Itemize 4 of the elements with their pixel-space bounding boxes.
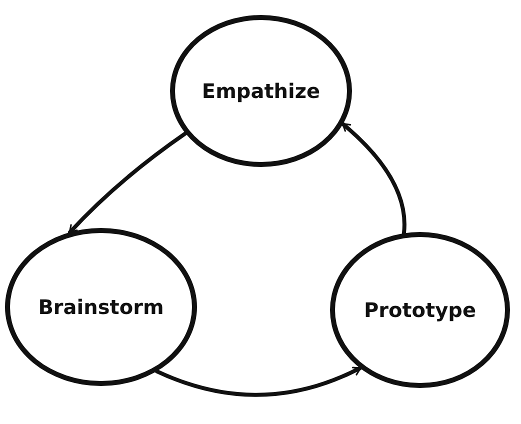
node-label: Empathize bbox=[202, 79, 320, 103]
node-label: Prototype bbox=[364, 298, 476, 322]
node-label: Brainstorm bbox=[38, 295, 164, 319]
curved-arrow bbox=[340, 122, 406, 236]
